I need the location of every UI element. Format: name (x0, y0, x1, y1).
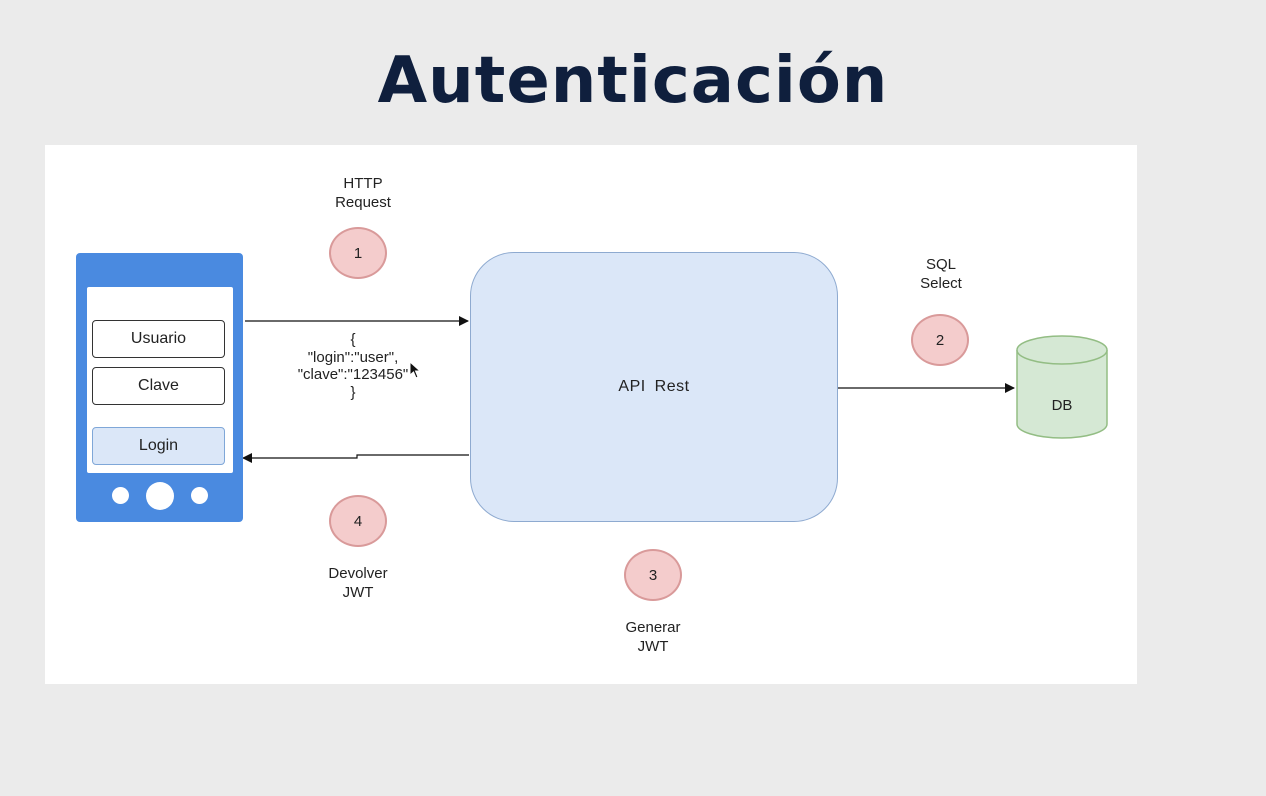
step-1-label: HTTP Request (313, 174, 413, 212)
phone-left-button-icon (112, 487, 129, 504)
step-2-badge: 2 (911, 314, 969, 366)
login-button[interactable]: Login (92, 427, 225, 465)
step-4-label: Devolver JWT (308, 564, 408, 602)
step-4-badge: 4 (329, 495, 387, 547)
api-rest-box: API Rest (470, 252, 838, 522)
database-icon: DB (1016, 335, 1108, 439)
step-2-label-line: SQL (925, 256, 956, 273)
response-arrow (242, 453, 469, 463)
mouse-cursor-icon (409, 361, 422, 379)
mobile-phone: Usuario Clave Login (76, 253, 243, 522)
connector-layer (242, 316, 1015, 463)
phone-home-button-icon (146, 482, 174, 510)
db-label: DB (1052, 397, 1073, 414)
clave-field[interactable]: Clave (92, 367, 225, 405)
phone-screen: Usuario Clave Login (87, 287, 233, 473)
step-1-label-line: HTTP (343, 175, 383, 192)
step-3-label-line: JWT (637, 638, 669, 655)
request-body-line: } (350, 383, 356, 401)
request-body: { "login":"user", "clave":"123456" } (273, 331, 433, 401)
step-3-label: Generar JWT (603, 618, 703, 656)
step-3-label-line: Generar (625, 619, 681, 636)
step-1-badge: 1 (329, 227, 387, 279)
request-body-line: { (350, 331, 356, 348)
step-1-label-line: Request (335, 194, 391, 211)
request-body-line: "login":"user", (307, 348, 399, 366)
step-3-badge: 3 (624, 549, 682, 601)
step-4-label-line: Devolver (328, 565, 388, 582)
diagram-canvas: Usuario Clave Login API Rest DB { "login… (45, 145, 1137, 684)
step-4-label-line: JWT (342, 584, 374, 601)
page-title: Autenticación (377, 44, 889, 118)
step-2-label-line: Select (920, 275, 962, 292)
usuario-field[interactable]: Usuario (92, 320, 225, 358)
step-2-label: SQL Select (891, 255, 991, 293)
request-body-line: "clave":"123456" (297, 366, 409, 383)
phone-right-button-icon (191, 487, 208, 504)
